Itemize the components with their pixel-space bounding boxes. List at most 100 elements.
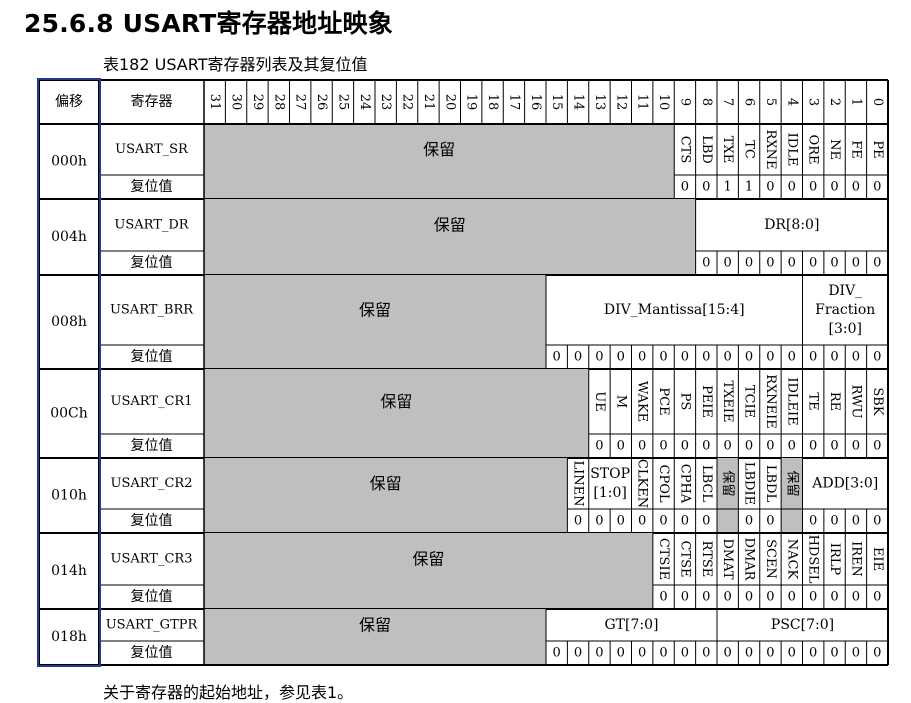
reset-bit-8: 0	[702, 590, 710, 605]
field-cpha: CPHA	[677, 464, 692, 504]
reset-bit-9: 0	[681, 439, 689, 454]
header-bit-30: 30	[229, 94, 244, 111]
register-name: USART_CR3	[111, 552, 193, 567]
reset-bit-13: 0	[595, 514, 603, 529]
register-row-usart_cr3	[204, 533, 653, 609]
offset-00Ch: 00Ch	[50, 406, 88, 422]
reset-bit-1: 0	[852, 350, 860, 365]
reset-bit-2: 0	[830, 439, 838, 454]
reset-bit-9: 0	[681, 646, 689, 661]
reset-bit-13: 0	[595, 439, 603, 454]
header-bit-23: 23	[378, 94, 393, 111]
offset-000h: 000h	[51, 154, 87, 170]
reset-bit-8: 0	[702, 646, 710, 661]
reserved-block	[204, 275, 546, 369]
reset-bit-2: 0	[830, 590, 838, 605]
reset-bit-11: 0	[638, 646, 646, 661]
reserved-block	[204, 458, 568, 533]
reset-bit-6: 1	[745, 180, 753, 195]
reset-bit-7: 1	[724, 180, 732, 195]
register-name: USART_SR	[115, 142, 189, 157]
header-bit-8: 8	[699, 98, 714, 106]
reset-bit-5: 0	[766, 439, 774, 454]
field-txe: TXE	[720, 136, 735, 163]
reset-bit-2: 0	[830, 256, 838, 271]
reset-bit-0: 0	[873, 646, 881, 661]
reset-bit-9: 0	[681, 590, 689, 605]
header-offset: 偏移	[55, 94, 83, 110]
reset-bit-5: 0	[766, 256, 774, 271]
register-row-usart_gtpr	[204, 609, 546, 665]
register-row-usart_cr2	[204, 458, 803, 533]
reset-label: 复位值	[131, 588, 173, 605]
reset-bit-8: 0	[702, 439, 710, 454]
header-bit-12: 12	[613, 94, 628, 111]
offset-004h: 004h	[51, 229, 87, 245]
field-rxne: RXNE	[763, 130, 778, 170]
reset-bit-0: 0	[873, 590, 881, 605]
register-name: USART_BRR	[110, 303, 194, 318]
field-nack: NACK	[784, 539, 799, 580]
field-irlp: IRLP	[827, 543, 842, 576]
field-dmar: DMAR	[742, 538, 757, 582]
reset-bit-13: 0	[595, 646, 603, 661]
footnote: 关于寄存器的起始地址，参见表1。	[103, 683, 354, 702]
table-caption: 表182 USART寄存器列表及其复位值	[103, 55, 368, 74]
register-row-usart_dr	[204, 199, 696, 275]
header-bit-18: 18	[485, 94, 500, 111]
reset-label: 复位值	[131, 178, 173, 195]
reset-bit-10: 0	[659, 350, 667, 365]
reset-bit-13: 0	[595, 350, 603, 365]
header-bit-29: 29	[250, 94, 265, 111]
reset-bit-0: 0	[873, 350, 881, 365]
register-row-usart_brr	[204, 275, 546, 369]
field-iren: IREN	[848, 541, 863, 577]
reset-bit-14: 0	[574, 514, 582, 529]
offset-010h: 010h	[51, 488, 87, 504]
reset-bit-5: 0	[766, 646, 774, 661]
reset-bit-10: 0	[659, 646, 667, 661]
reserved-bit	[781, 458, 803, 533]
field-sbk: SBK	[870, 387, 885, 415]
field-m: M	[613, 395, 628, 408]
field-te: TE	[806, 392, 821, 410]
reserved-label: 保留	[359, 616, 391, 635]
reset-bit-4: 0	[788, 256, 796, 271]
header-bit-3: 3	[806, 98, 821, 106]
header-bit-5: 5	[763, 98, 778, 106]
reserved-block	[204, 124, 675, 199]
reserved-bit-label: 保留	[720, 470, 735, 496]
field-lbd: LBD	[699, 135, 714, 164]
reset-bit-6: 0	[745, 646, 753, 661]
reset-bit-3: 0	[809, 256, 817, 271]
reserved-label: 保留	[434, 216, 466, 235]
header-bit-22: 22	[400, 94, 415, 111]
reset-bit-5: 0	[766, 180, 774, 195]
field-label: DIV_	[828, 283, 862, 299]
field-pce: PCE	[656, 387, 671, 415]
reset-label: 复位值	[131, 437, 173, 454]
register-row-usart_cr1	[204, 369, 589, 458]
header-bit-2: 2	[827, 98, 842, 106]
header-bit-26: 26	[314, 94, 329, 111]
header-bit-17: 17	[506, 94, 521, 111]
reset-bit-6: 0	[745, 590, 753, 605]
field-label: Fraction	[815, 302, 875, 318]
header-bit-9: 9	[677, 98, 692, 106]
field-eie: EIE	[870, 547, 885, 571]
field-ctsie: CTSIE	[656, 538, 671, 580]
header-bit-10: 10	[656, 94, 671, 111]
reset-bit-9: 0	[681, 180, 689, 195]
field-label: [1:0]	[593, 485, 626, 501]
header-bit-16: 16	[528, 94, 543, 111]
reset-bit-3: 0	[809, 350, 817, 365]
reserved-block	[204, 369, 589, 458]
field-idle: IDLE	[784, 133, 799, 167]
field-txeie: TXEIE	[720, 380, 735, 422]
reserved-block	[204, 533, 653, 609]
header-bit-6: 6	[742, 98, 757, 106]
header-bit-4: 4	[784, 98, 799, 106]
reset-bit-0: 0	[873, 180, 881, 195]
field-tc: TC	[742, 140, 757, 159]
reset-bit-1: 0	[852, 180, 860, 195]
